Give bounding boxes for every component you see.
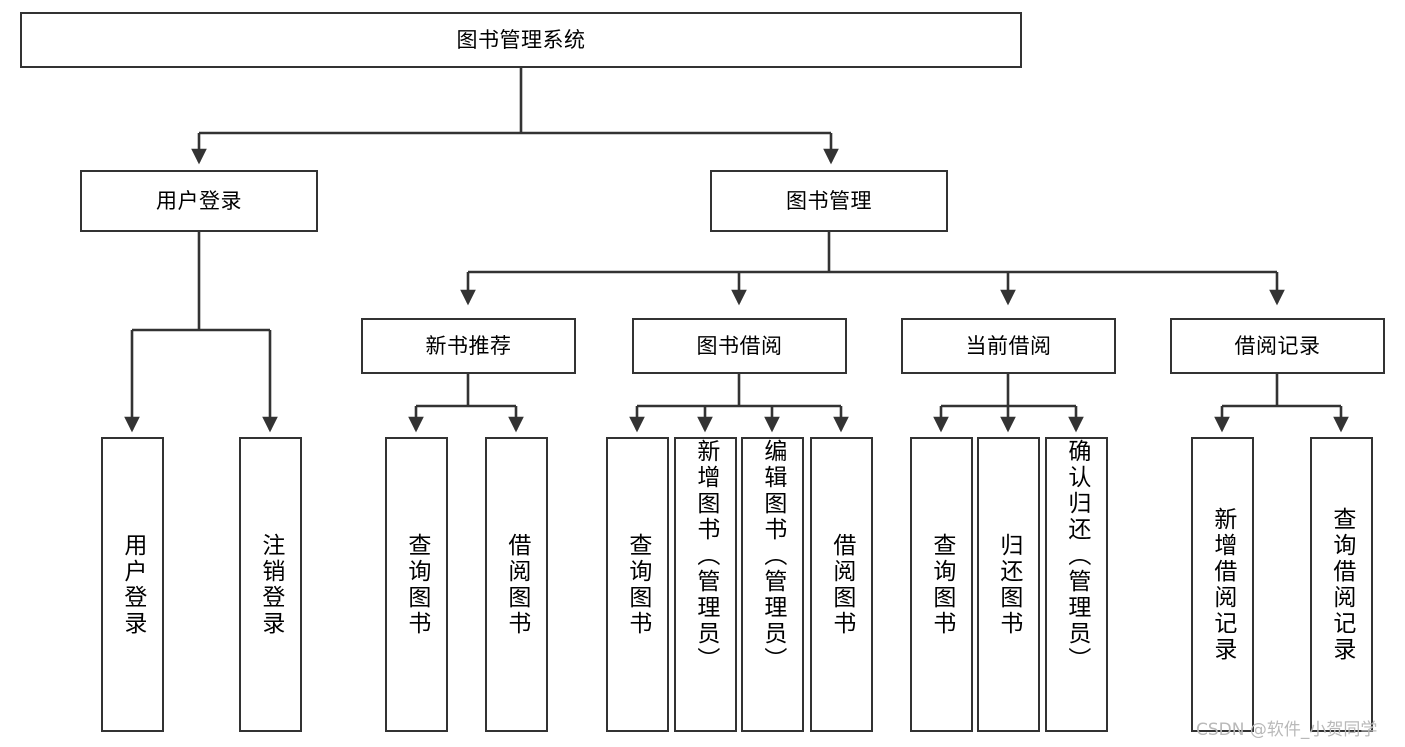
node-book-borrow[interactable]: 图书借阅 [632, 318, 847, 374]
node-current-borrow[interactable]: 当前借阅 [901, 318, 1116, 374]
leaf-confirm-return-admin[interactable]: 确认归还（管理员） [1045, 437, 1108, 732]
leaf-return-book[interactable]: 归还图书 [977, 437, 1040, 732]
node-label: 新增图书（管理员） [692, 439, 719, 673]
node-label: 图书管理 [786, 188, 872, 213]
node-label: 借阅图书 [828, 532, 855, 637]
node-label: 注销登录 [257, 532, 284, 637]
leaf-borrow-book[interactable]: 借阅图书 [810, 437, 873, 732]
node-user-login[interactable]: 用户登录 [80, 170, 318, 232]
leaf-logout-login[interactable]: 注销登录 [239, 437, 302, 732]
node-label: 编辑图书（管理员） [759, 439, 786, 673]
leaf-query-borrow-record[interactable]: 查询借阅记录 [1310, 437, 1373, 732]
node-label: 新书推荐 [425, 333, 512, 358]
node-label: 用户登录 [156, 188, 242, 213]
node-label: 借阅记录 [1234, 333, 1321, 358]
node-label: 用户登录 [119, 532, 146, 637]
node-label: 图书借阅 [696, 333, 783, 358]
node-label: 查询图书 [928, 532, 955, 637]
leaf-query-book-borrow[interactable]: 查询图书 [606, 437, 669, 732]
node-label: 借阅图书 [503, 532, 530, 637]
csdn-watermark: CSDN @软件_小贺同学 [1196, 720, 1378, 740]
node-root-book-management-system[interactable]: 图书管理系统 [20, 12, 1022, 68]
leaf-add-book-admin[interactable]: 新增图书（管理员） [674, 437, 737, 732]
node-label: 当前借阅 [965, 333, 1052, 358]
leaf-user-login[interactable]: 用户登录 [101, 437, 164, 732]
node-book-management[interactable]: 图书管理 [710, 170, 948, 232]
leaf-edit-book-admin[interactable]: 编辑图书（管理员） [741, 437, 804, 732]
node-label: 归还图书 [995, 532, 1022, 637]
leaf-borrow-book-new[interactable]: 借阅图书 [485, 437, 548, 732]
node-label: 新增借阅记录 [1209, 506, 1236, 663]
node-borrow-record[interactable]: 借阅记录 [1170, 318, 1385, 374]
node-label: 查询图书 [624, 532, 651, 637]
node-new-book-recommendation[interactable]: 新书推荐 [361, 318, 576, 374]
leaf-add-borrow-record[interactable]: 新增借阅记录 [1191, 437, 1254, 732]
leaf-query-book-current[interactable]: 查询图书 [910, 437, 973, 732]
node-label: 确认归还（管理员） [1063, 439, 1090, 673]
node-label: 查询借阅记录 [1328, 506, 1355, 663]
leaf-query-book-new[interactable]: 查询图书 [385, 437, 448, 732]
node-label: 查询图书 [403, 532, 430, 637]
node-label: 图书管理系统 [456, 27, 586, 52]
